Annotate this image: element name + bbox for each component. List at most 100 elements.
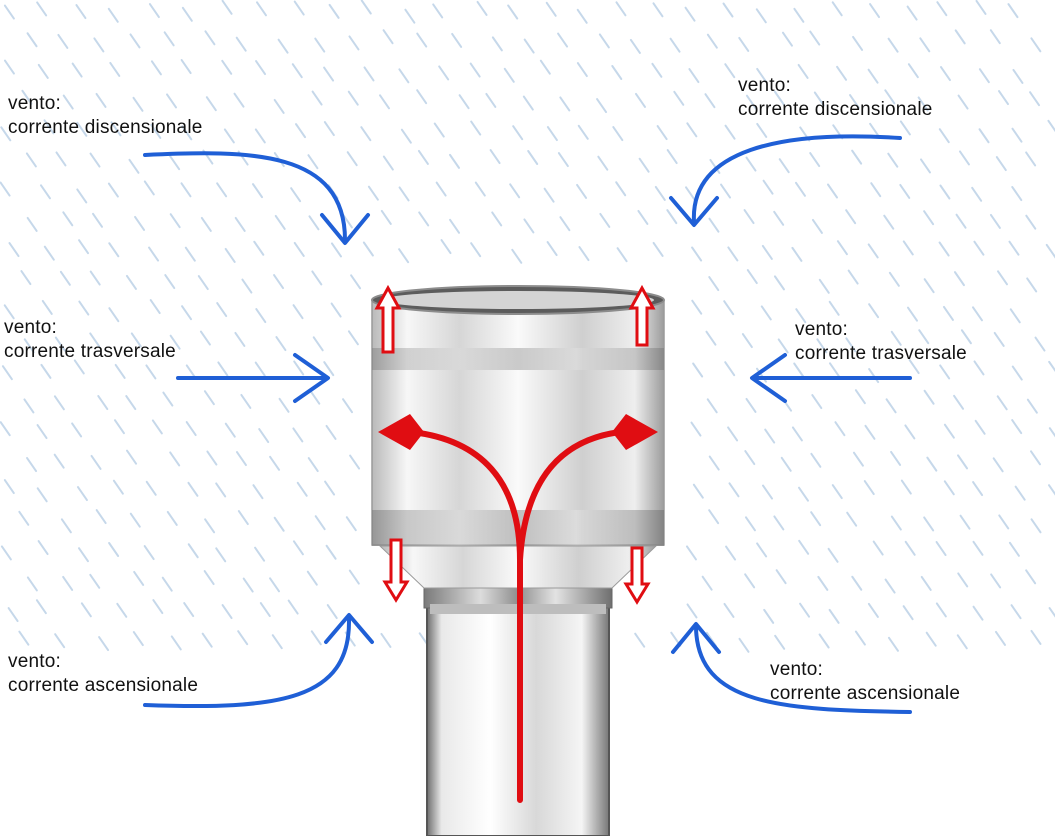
rain-streak: [277, 38, 289, 54]
rain-streak: [918, 329, 930, 345]
rain-streak: [203, 570, 215, 586]
rain-streak: [831, 484, 843, 500]
rain-streak: [398, 186, 410, 202]
rain-streak: [673, 90, 685, 106]
rain-streak: [1008, 240, 1020, 256]
rain-streak: [36, 1, 48, 17]
rain-streak: [780, 456, 792, 472]
rain-streak: [224, 422, 236, 438]
updraft-arrow-left: [143, 613, 374, 709]
rain-streak: [612, 126, 624, 142]
rain-streak: [775, 569, 787, 585]
rain-streak: [828, 362, 840, 378]
rain-streak: [185, 421, 197, 437]
rain-streak: [40, 363, 52, 379]
rain-streak: [953, 271, 965, 287]
rain-streak: [709, 158, 721, 174]
rain-streak: [996, 395, 1008, 411]
rain-streak: [1011, 365, 1023, 381]
label-text: corrente trasversale: [795, 343, 967, 364]
rain-streak: [957, 572, 969, 588]
rain-streak: [738, 36, 750, 52]
rain-streak: [791, 246, 803, 262]
rain-streak: [150, 60, 162, 76]
rain-streak: [708, 217, 720, 233]
rain-streak: [62, 211, 74, 227]
rain-streak: [362, 241, 374, 257]
rain-streak: [1048, 427, 1055, 438]
rain-streak: [746, 269, 758, 285]
rain-streak: [701, 575, 713, 591]
rain-streak: [166, 93, 178, 109]
rain-streak: [39, 184, 51, 200]
rain-streak: [89, 270, 101, 286]
rain-streak: [166, 510, 178, 526]
rain-streak: [224, 247, 236, 263]
rain-streak: [743, 209, 755, 225]
rain-streak: [255, 60, 267, 76]
rain-streak: [990, 573, 1002, 589]
rain-streak: [883, 214, 895, 230]
rain-streak: [890, 330, 902, 346]
rain-streak: [307, 154, 319, 170]
rain-streak: [958, 150, 970, 166]
rain-streak: [1034, 336, 1046, 352]
rain-streak: [852, 35, 864, 51]
rain-streak: [221, 0, 233, 15]
rain-streak: [854, 389, 866, 405]
rain-streak: [828, 300, 840, 316]
rain-streak: [346, 151, 358, 167]
rain-streak: [828, 608, 840, 624]
rain-streak: [1014, 485, 1026, 501]
rain-streak: [522, 95, 534, 111]
rain-streak: [810, 452, 822, 468]
drain-arrow-left: [382, 538, 410, 603]
rain-streak: [350, 274, 362, 290]
rain-streak: [527, 149, 539, 165]
rain-streak: [0, 181, 11, 197]
rain-streak: [813, 91, 825, 107]
rain-streak: [809, 30, 821, 46]
rain-streak: [418, 211, 430, 227]
rain-streak: [900, 479, 912, 495]
rain-streak: [37, 540, 49, 556]
rain-streak: [744, 450, 756, 466]
rain-streak: [170, 635, 182, 651]
rain-streak: [781, 31, 793, 47]
rain-streak: [108, 307, 120, 323]
rain-streak: [926, 456, 938, 472]
rain-streak: [416, 32, 428, 48]
rain-streak: [904, 424, 916, 440]
rain-streak: [720, 183, 732, 199]
label-prefix: vento:: [770, 659, 823, 680]
rain-streak: [55, 151, 67, 167]
rain-streak: [691, 299, 703, 315]
rain-streak: [615, 181, 627, 197]
rain-streak: [293, 360, 305, 376]
rain-streak: [989, 213, 1001, 229]
rain-streak: [957, 454, 969, 470]
rain-streak: [1010, 604, 1022, 620]
rain-streak: [203, 390, 215, 406]
rain-streak: [1047, 119, 1055, 133]
rain-streak: [920, 575, 932, 591]
rain-streak: [458, 94, 470, 110]
rain-streak: [867, 68, 879, 84]
rain-streak: [998, 90, 1010, 106]
rain-streak: [971, 186, 983, 202]
rain-streak: [169, 155, 181, 171]
rain-streak: [957, 94, 969, 110]
rain-streak: [899, 183, 911, 199]
rain-streak: [240, 393, 252, 409]
rain-streaks: [0, 0, 1055, 654]
rain-streak: [132, 631, 144, 647]
updraft-arrow-right: [671, 622, 912, 714]
rain-streak: [762, 179, 774, 195]
rain-streak: [26, 457, 38, 473]
rain-streak: [363, 66, 375, 82]
rain-streak: [274, 214, 286, 230]
rain-streak: [199, 330, 211, 346]
rain-streak: [417, 149, 429, 165]
rain-streak: [887, 37, 899, 53]
